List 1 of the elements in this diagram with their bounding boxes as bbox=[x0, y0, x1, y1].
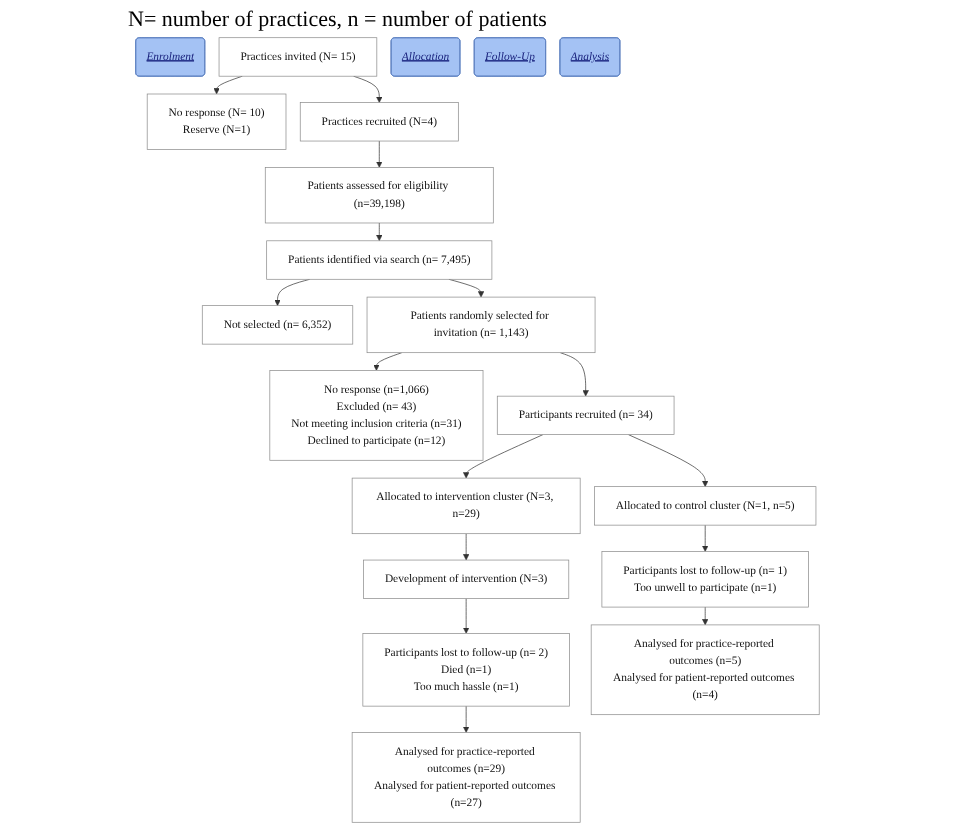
note-text: N= number of practices, n = number of patients bbox=[128, 8, 547, 32]
